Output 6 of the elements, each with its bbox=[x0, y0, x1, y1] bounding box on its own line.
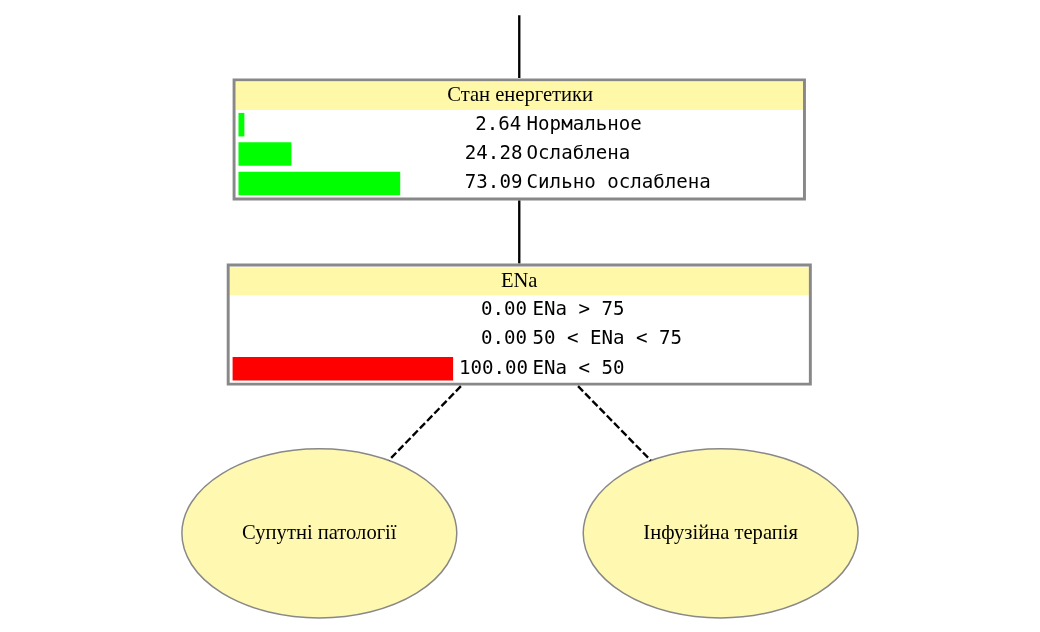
node-ellipse: Інфузійна терапія bbox=[582, 448, 859, 619]
connector bbox=[388, 385, 462, 461]
connector bbox=[518, 15, 521, 78]
connector bbox=[577, 385, 652, 462]
node-ellipse: Супутні патології bbox=[181, 448, 458, 619]
connector bbox=[518, 200, 521, 264]
